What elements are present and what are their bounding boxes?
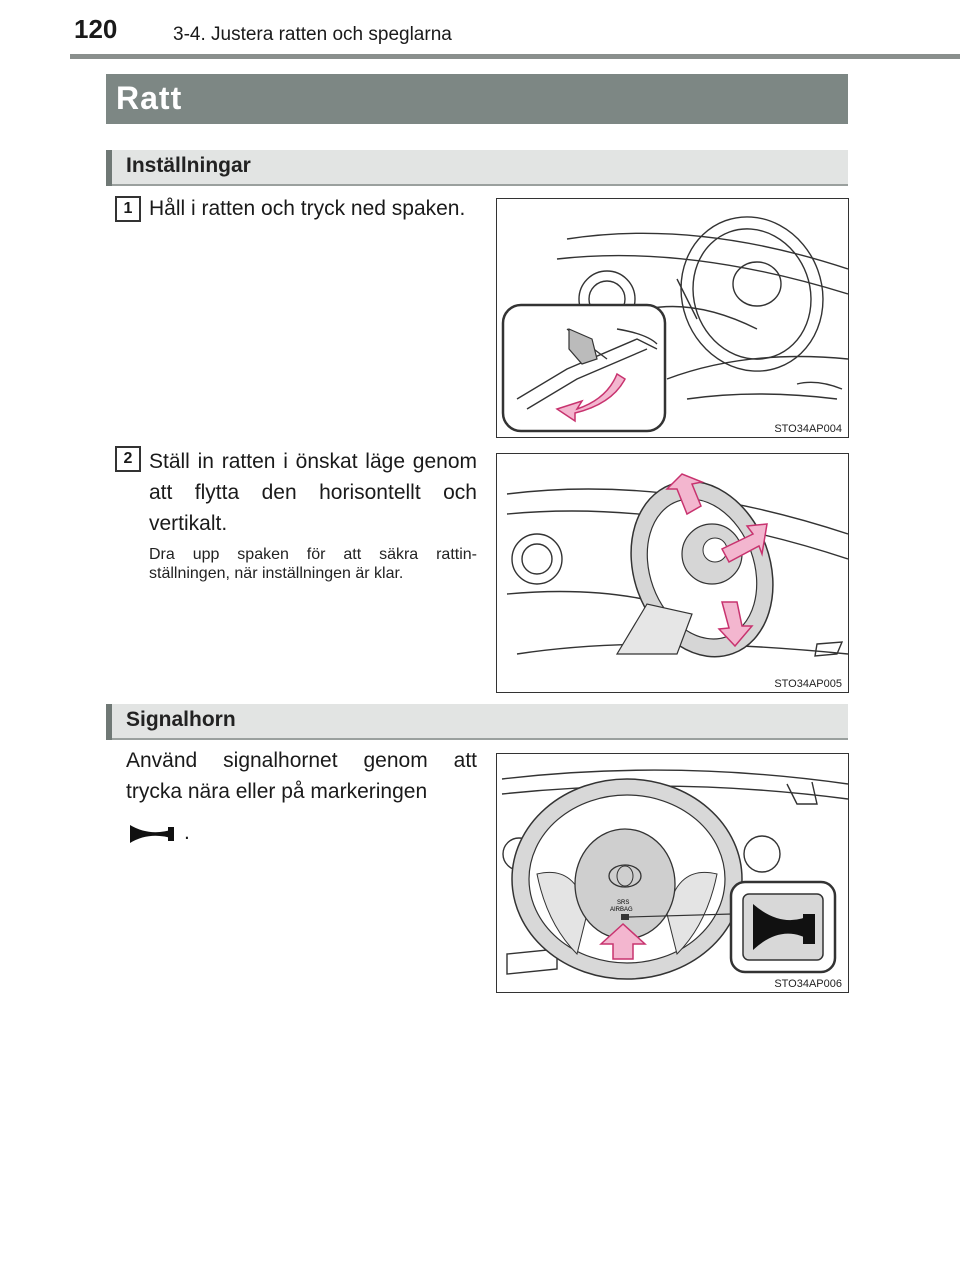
- section-heading: Inställningar: [126, 154, 251, 177]
- step-number-1: 1: [115, 196, 141, 222]
- figure-code: STO34AP004: [774, 423, 842, 435]
- figure-horn: SRS AIRBAG STO34AP006: [496, 753, 849, 993]
- horn-text: Använd signalhornet genom att trycka när…: [126, 749, 477, 803]
- section-heading: Signalhorn: [126, 708, 236, 731]
- section-settings: Inställningar: [106, 150, 848, 186]
- page-title: Ratt: [116, 80, 183, 116]
- figure-code: STO34AP005: [774, 678, 842, 690]
- title-bar: Ratt: [106, 74, 848, 124]
- header-rule: [70, 54, 960, 59]
- steering-wheel-illustration: [506, 473, 848, 658]
- horn-icon: [130, 825, 174, 843]
- airbag-label: SRS: [617, 900, 629, 906]
- figure-lever: STO34AP004: [496, 198, 849, 438]
- up-arrow: [665, 473, 705, 516]
- page-number: 120: [74, 14, 118, 44]
- up-arrow: [599, 922, 647, 960]
- lever-illustration: [501, 216, 848, 433]
- horn-period: .: [184, 821, 190, 844]
- step-2-note: Dra upp spaken för att säkra rattin-stäl…: [149, 546, 477, 582]
- figure-adjust: STO34AP005: [496, 453, 849, 693]
- steering-wheel-illustration: SRS AIRBAG: [501, 769, 848, 980]
- step-number-2: 2: [115, 446, 141, 472]
- step-2-text: Ställ in ratten i önskat läge genom att …: [149, 450, 477, 535]
- diagonal-arrow: [720, 523, 768, 564]
- down-arrow: [717, 601, 754, 648]
- section-horn: Signalhorn: [106, 704, 848, 740]
- airbag-label: AIRBAG: [610, 907, 633, 913]
- step-1-text: Håll i ratten och tryck ned spaken.: [149, 197, 466, 220]
- figure-code: STO34AP006: [774, 978, 842, 990]
- running-header: 3-4. Justera ratten och speglarna: [173, 24, 452, 45]
- down-arrow: [555, 372, 626, 423]
- horn-icon: [753, 904, 813, 950]
